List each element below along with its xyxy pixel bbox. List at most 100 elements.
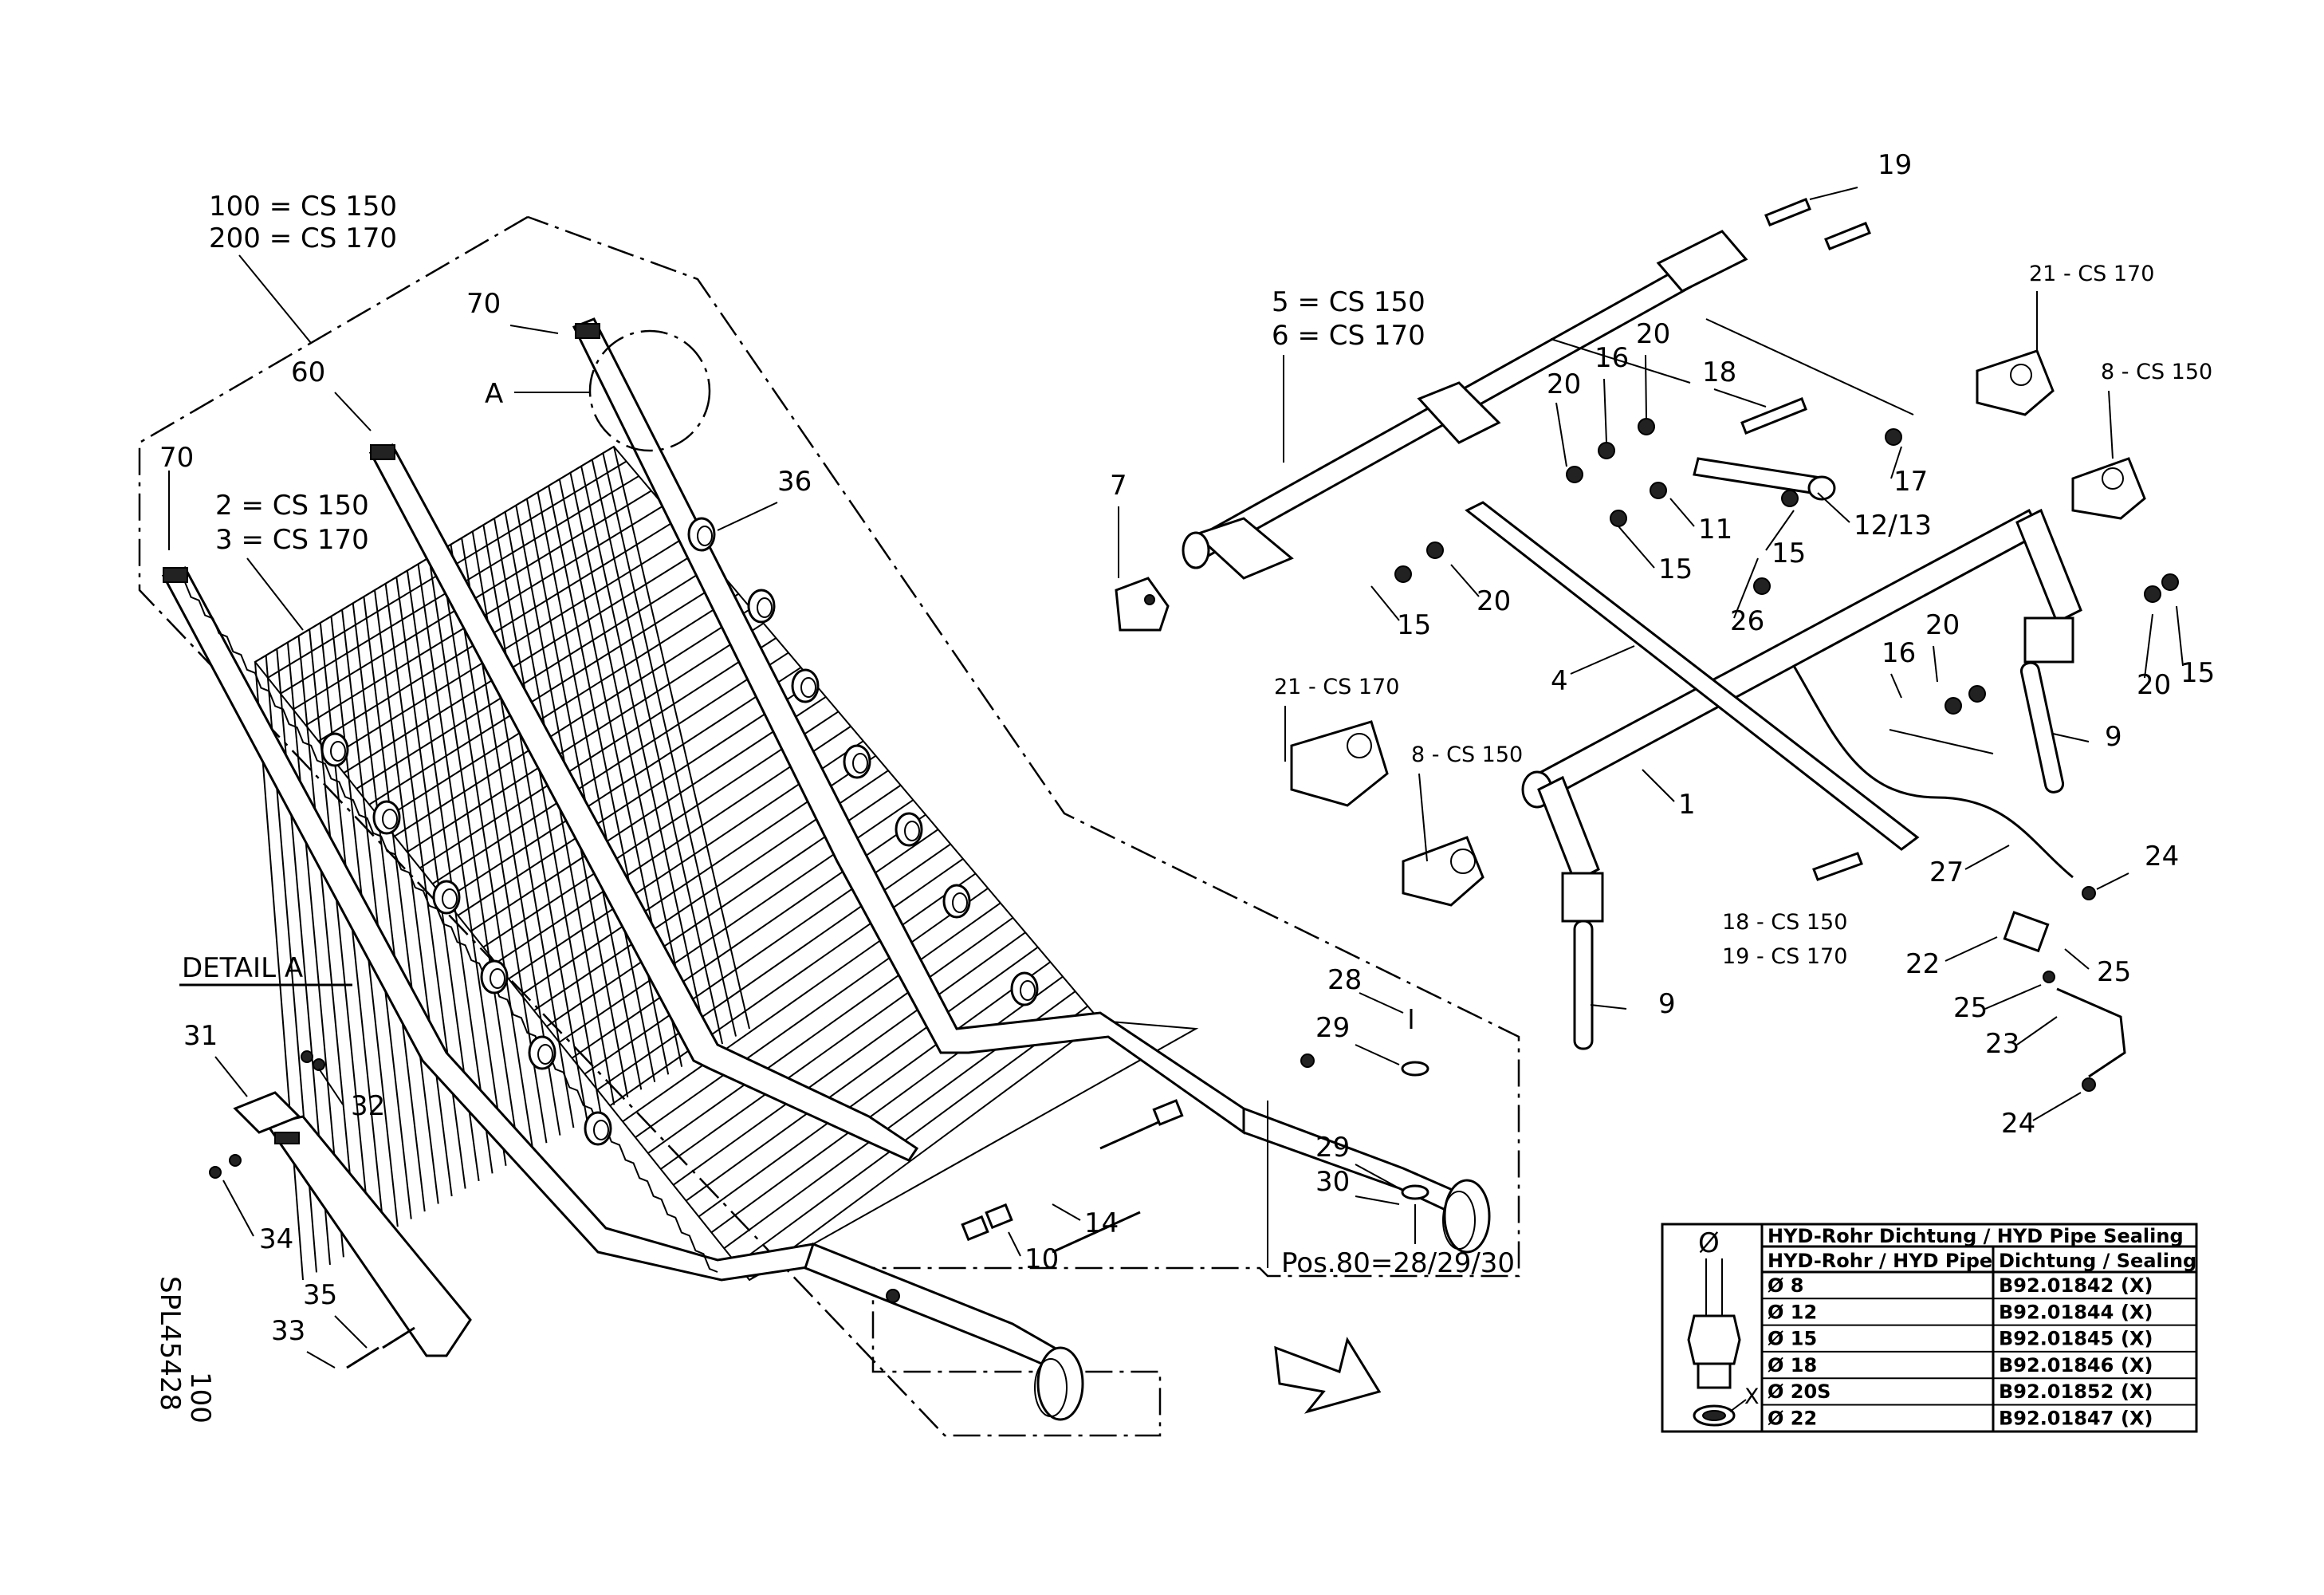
label-variant-8-right: 8 - CS 150: [2101, 360, 2212, 384]
roller: [432, 652, 789, 885]
roller: [609, 858, 964, 1107]
table-cell-flag: (X): [2121, 1274, 2153, 1297]
callout-20: 20: [1477, 585, 1511, 617]
callout-25: 25: [2097, 956, 2131, 988]
roller: [596, 843, 951, 1091]
screw-33: [346, 1346, 379, 1369]
bearing-stud: [687, 517, 716, 552]
nut: [1638, 418, 1655, 435]
nut: [1394, 565, 1412, 583]
bolt-18-19-lower: [1812, 852, 1863, 881]
loop-bracket-right-inner: [1442, 1191, 1476, 1250]
upper-shaft-lug-middle: [1417, 381, 1501, 444]
callout-leader: [2064, 948, 2090, 970]
callout-31: 31: [183, 1020, 218, 1052]
roller-line: [428, 557, 521, 1159]
callout-leader: [1603, 378, 1607, 443]
serration: [184, 581, 718, 1273]
roller: [685, 946, 1039, 1202]
callout-15: 15: [2180, 657, 2215, 689]
callout-leader: [334, 392, 372, 431]
roller-line: [309, 628, 372, 1243]
nut: [1753, 577, 1771, 595]
callout-15: 15: [1772, 538, 1806, 569]
callout-29: 29: [1315, 1132, 1350, 1164]
callout-15: 15: [1397, 609, 1431, 641]
roller-line: [591, 459, 724, 1045]
callout-20: 20: [1925, 609, 1960, 641]
end-cap-right: [575, 323, 600, 339]
screw-34b: [229, 1154, 242, 1167]
roller: [407, 622, 765, 853]
washer-29-lower: [1401, 1184, 1429, 1200]
callout-leader: [1052, 1203, 1081, 1221]
bracket-7-hole: [1144, 594, 1155, 605]
spacer-10a: [961, 1215, 989, 1242]
table-grid: [1762, 1270, 2196, 1406]
roller-line: [537, 492, 656, 1083]
callout-20: 20: [2137, 669, 2171, 701]
sealing-mark: X: [1744, 1384, 1760, 1409]
table-col-pipe: HYD-Rohr / HYD Pipe: [1768, 1250, 1992, 1272]
bearing-stud-inner: [490, 968, 505, 989]
callout-leader: [1713, 388, 1767, 408]
serrated-edge: [184, 581, 718, 1273]
callout-leader: [1555, 402, 1567, 467]
roller: [381, 593, 739, 821]
table-cell-flag: (X): [2121, 1328, 2153, 1350]
callout-29: 29: [1315, 1012, 1350, 1044]
detail-a: [179, 983, 472, 1369]
table-frame: [1661, 1223, 2198, 1433]
bracket-21-left: [1290, 720, 1389, 807]
callout-leader: [1008, 1231, 1021, 1257]
table-cell-code: B92.01845: [1999, 1328, 2114, 1350]
label-variant-100: 100 = CS 150: [209, 191, 397, 223]
callout-leader: [2144, 613, 2153, 679]
table-cell-pipe: Ø 20S: [1768, 1380, 1830, 1403]
callout-11: 11: [1698, 514, 1732, 545]
bracket-21-left-bore: [1347, 733, 1372, 758]
leader-8-left: [1418, 773, 1428, 862]
roller-line: [254, 661, 304, 1281]
bearing-stud: [895, 812, 923, 847]
nut: [1610, 510, 1627, 527]
sealing-table: HYD-Rohr Dichtung / HYD Pipe Sealing HYD…: [1661, 1223, 2198, 1433]
callout-leader: [1817, 492, 1850, 523]
callout-20: 20: [1547, 368, 1581, 400]
bearing-stud-inner: [800, 677, 816, 698]
fitting-24-upper: [2082, 886, 2096, 900]
callout-leader: [1669, 498, 1695, 527]
callout-leader: [2016, 1016, 2058, 1046]
callout-leader: [1733, 557, 1759, 619]
roller: [698, 961, 1052, 1218]
bolt-hole: [1300, 1053, 1315, 1068]
detail-a-title: DETAIL A: [182, 952, 303, 984]
callout-leader: [1355, 1164, 1400, 1189]
rod-4: [1465, 501, 1920, 851]
callout-leader: [1933, 645, 1938, 683]
roller: [710, 975, 1064, 1234]
callout-4: 4: [1551, 665, 1568, 697]
roller-bed-rollers: [254, 446, 1101, 1281]
table-col-sealing: Dichtung / Sealing: [1999, 1250, 2196, 1272]
callout-24: 24: [2145, 841, 2179, 872]
callout-leader: [1890, 673, 1902, 699]
label-variant-21-right: 21 - CS 170: [2029, 262, 2154, 286]
callout-1: 1: [1678, 789, 1696, 821]
roller: [457, 681, 814, 916]
bearing-stud-inner: [904, 821, 920, 841]
callout-16: 16: [1882, 637, 1916, 669]
callout-7: 7: [1110, 470, 1127, 502]
table-cell-pipe: Ø 12: [1768, 1301, 1817, 1323]
detail-bracket-31: [233, 1091, 301, 1134]
callout-leader: [334, 1315, 368, 1349]
callout-30: 30: [1315, 1166, 1350, 1198]
callout-leader: [1984, 984, 2042, 1010]
table-diameter-symbol: Ø: [1698, 1227, 1720, 1259]
callout-leader: [222, 1180, 254, 1237]
roller-line: [297, 636, 358, 1250]
roller-line: [613, 446, 750, 1030]
callout-20: 20: [1636, 318, 1670, 350]
screw-32a: [301, 1050, 313, 1063]
